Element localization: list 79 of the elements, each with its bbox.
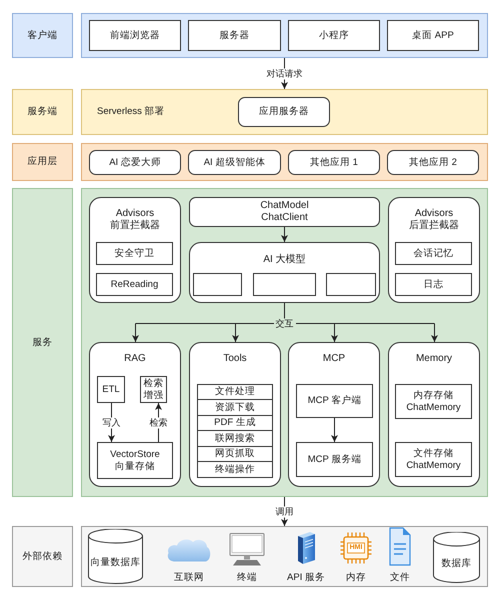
layer-label: 服务 bbox=[12, 188, 73, 497]
process-box: 会话记忆 bbox=[395, 242, 472, 265]
group-title: Advisors 前置拦截器 bbox=[109, 208, 161, 232]
layer-panel bbox=[81, 526, 488, 587]
icon-caption: 文件 bbox=[390, 572, 410, 584]
edge-label: 对话请求 bbox=[264, 68, 304, 79]
layer-label: 应用层 bbox=[12, 143, 73, 181]
rounded-box: ChatModel ChatClient bbox=[189, 197, 380, 227]
chip-icon bbox=[340, 532, 372, 564]
layer-panel bbox=[81, 188, 488, 497]
list-item: 网页抓取 bbox=[197, 446, 273, 462]
arrow bbox=[132, 323, 139, 342]
arrow bbox=[431, 323, 438, 342]
arrow bbox=[232, 323, 239, 342]
monitor-icon bbox=[229, 533, 265, 566]
list-item: 资源下载 bbox=[197, 399, 273, 416]
panel-text: Serverless 部署 bbox=[97, 106, 165, 118]
rounded-box: AI 恋爱大师 bbox=[89, 150, 181, 175]
process-box: 日志 bbox=[395, 273, 472, 296]
group-box bbox=[288, 342, 380, 487]
process-box: VectorStore 向量存储 bbox=[97, 442, 173, 479]
rounded-box: 应用服务器 bbox=[238, 97, 330, 127]
icon-caption: 内存 bbox=[346, 572, 366, 584]
arrow bbox=[281, 226, 288, 242]
database-cylinder: 数据库 bbox=[433, 532, 480, 583]
list-item: 终端操作 bbox=[197, 461, 273, 478]
group-title: Advisors 后置拦截器 bbox=[408, 208, 460, 232]
group-box bbox=[189, 342, 281, 487]
rounded-box: 其他应用 2 bbox=[387, 150, 479, 175]
empty-box bbox=[326, 273, 376, 296]
layer-panel bbox=[81, 89, 488, 135]
server-icon bbox=[297, 531, 316, 564]
database-cylinder: 向量数据库 bbox=[88, 529, 143, 584]
group-box bbox=[388, 342, 480, 487]
process-box: 桌面 APP bbox=[387, 20, 479, 51]
arrow bbox=[108, 402, 115, 442]
layer-label: 外部依赖 bbox=[12, 526, 73, 587]
arrow bbox=[281, 496, 288, 526]
process-box: ReReading bbox=[96, 273, 173, 296]
list-item: PDF 生成 bbox=[197, 415, 273, 431]
process-box: 前端浏览器 bbox=[89, 20, 181, 51]
list-item: 文件处理 bbox=[197, 384, 273, 400]
process-box: MCP 服务端 bbox=[296, 442, 373, 477]
group-title: MCP bbox=[322, 353, 346, 365]
process-box: MCP 客户端 bbox=[296, 384, 373, 418]
process-box: 安全守卫 bbox=[96, 242, 173, 265]
process-box: 文件存储 ChatMemory bbox=[395, 442, 472, 477]
empty-box bbox=[253, 273, 316, 296]
group-title: Memory bbox=[416, 353, 452, 365]
layer-label: 服务端 bbox=[12, 89, 73, 135]
process-box: 检索增强 bbox=[140, 376, 167, 403]
layer-label: 客户端 bbox=[12, 13, 73, 58]
group-box bbox=[89, 342, 181, 487]
rounded-box: AI 超级智能体 bbox=[188, 150, 281, 175]
group-box bbox=[388, 197, 480, 303]
group-title: RAG bbox=[124, 353, 146, 365]
process-box: 内存存储 ChatMemory bbox=[395, 384, 472, 419]
group-title: AI 大模型 bbox=[263, 254, 306, 266]
layer-panel bbox=[81, 13, 488, 58]
group-box bbox=[89, 197, 181, 303]
layer-panel bbox=[81, 143, 488, 181]
arrow bbox=[155, 402, 162, 442]
group-box bbox=[189, 242, 380, 303]
edge-label: 调用 bbox=[274, 506, 296, 517]
group-title: Tools bbox=[223, 353, 247, 365]
process-box: 服务器 bbox=[188, 20, 281, 51]
icon-caption: 互联网 bbox=[174, 572, 204, 584]
arrow bbox=[331, 323, 338, 342]
list-item: 联网搜索 bbox=[197, 430, 273, 447]
process-box: 小程序 bbox=[288, 20, 380, 51]
connector-line bbox=[135, 302, 435, 324]
process-box: ETL bbox=[97, 376, 125, 403]
arrow bbox=[331, 418, 338, 442]
icon-caption: API 服务 bbox=[287, 572, 325, 584]
cloud-icon bbox=[166, 537, 212, 562]
rounded-box: 其他应用 1 bbox=[288, 150, 380, 175]
empty-box bbox=[193, 273, 242, 296]
icon-caption: 终端 bbox=[237, 572, 257, 584]
document-icon bbox=[389, 527, 411, 566]
